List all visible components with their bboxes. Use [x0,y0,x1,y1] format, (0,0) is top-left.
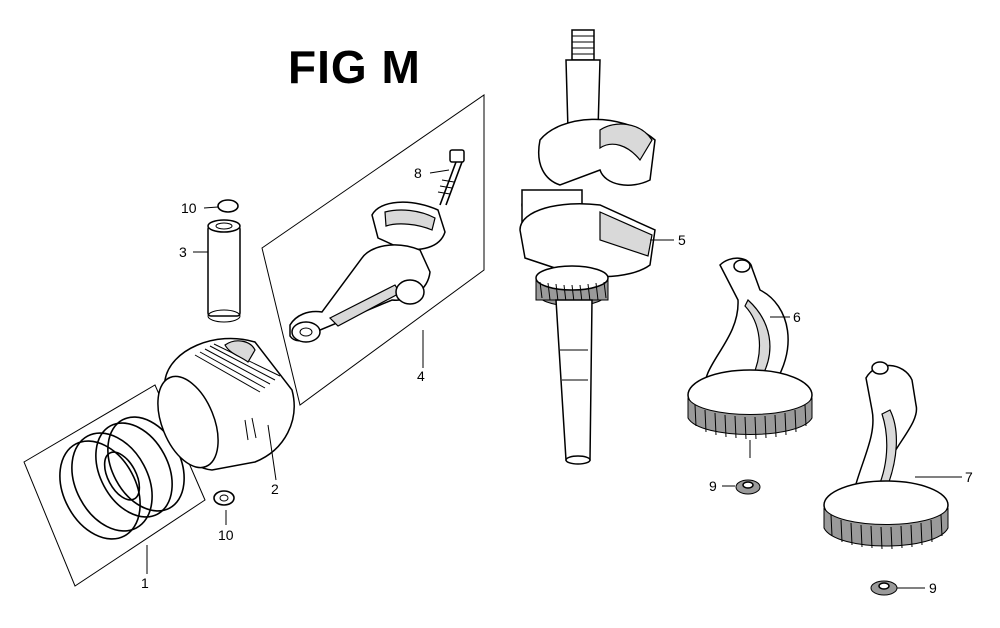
callout-10-upper: 10 [181,200,197,216]
leader-lines [146,169,962,589]
callout-9-lower: 9 [929,580,937,596]
rod-bolt [437,149,465,206]
callout-6: 6 [793,309,801,325]
callout-5: 5 [678,232,686,248]
washer-lower [870,580,898,596]
ring-set-frame [23,384,206,587]
balancer-upper-gear [687,397,813,440]
balancer-lower-gear [823,507,949,550]
rod-assembly-frame [261,94,485,406]
piston-pin [207,219,241,323]
callout-4: 4 [417,368,425,384]
balancer-upper [687,257,813,458]
callout-8: 8 [414,165,422,181]
callout-10-lower: 10 [218,527,234,543]
figure-title: FIG M [288,41,421,93]
callout-9-upper: 9 [709,478,717,494]
washer-upper [735,479,761,495]
balancer-lower [823,361,949,550]
callout-7: 7 [965,469,973,485]
pin-clip-lower [213,490,235,506]
crankshaft [519,29,656,465]
pin-clip-upper [217,199,239,213]
callout-3: 3 [179,244,187,260]
callout-1: 1 [141,575,149,591]
piston [157,337,295,471]
connecting-rod-assembly [261,94,485,406]
callout-2: 2 [271,481,279,497]
